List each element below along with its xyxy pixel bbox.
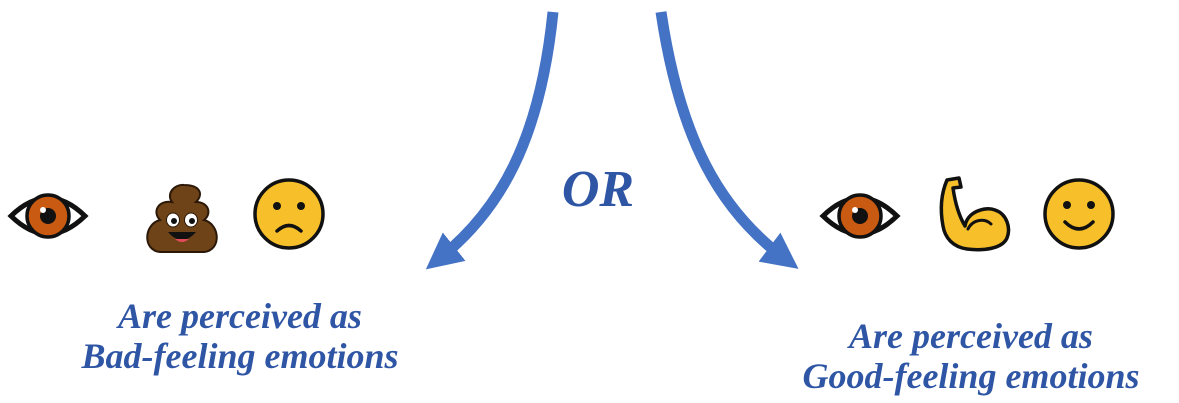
flexed-biceps-icon — [939, 176, 1011, 252]
right-caption-line1: Are perceived as — [849, 316, 1093, 356]
frowning-face-icon — [253, 178, 325, 250]
right-caption-line2: Good-feeling emotions — [802, 356, 1140, 396]
left-eye-icon — [7, 193, 89, 239]
left-caption-line2: Bad-feeling emotions — [81, 336, 399, 376]
left-caption-line1: Are perceived as — [118, 296, 362, 336]
or-label: OR — [561, 161, 635, 218]
right-caption: Are perceived as Good-feeling emotions — [765, 316, 1177, 396]
pile-of-poo-icon — [146, 183, 218, 253]
right-arrow — [655, 11, 799, 269]
left-caption: Are perceived as Bad-feeling emotions — [40, 296, 440, 376]
left-arrow — [425, 11, 559, 270]
smiling-face-icon — [1043, 178, 1115, 250]
right-eye-icon — [819, 193, 901, 239]
